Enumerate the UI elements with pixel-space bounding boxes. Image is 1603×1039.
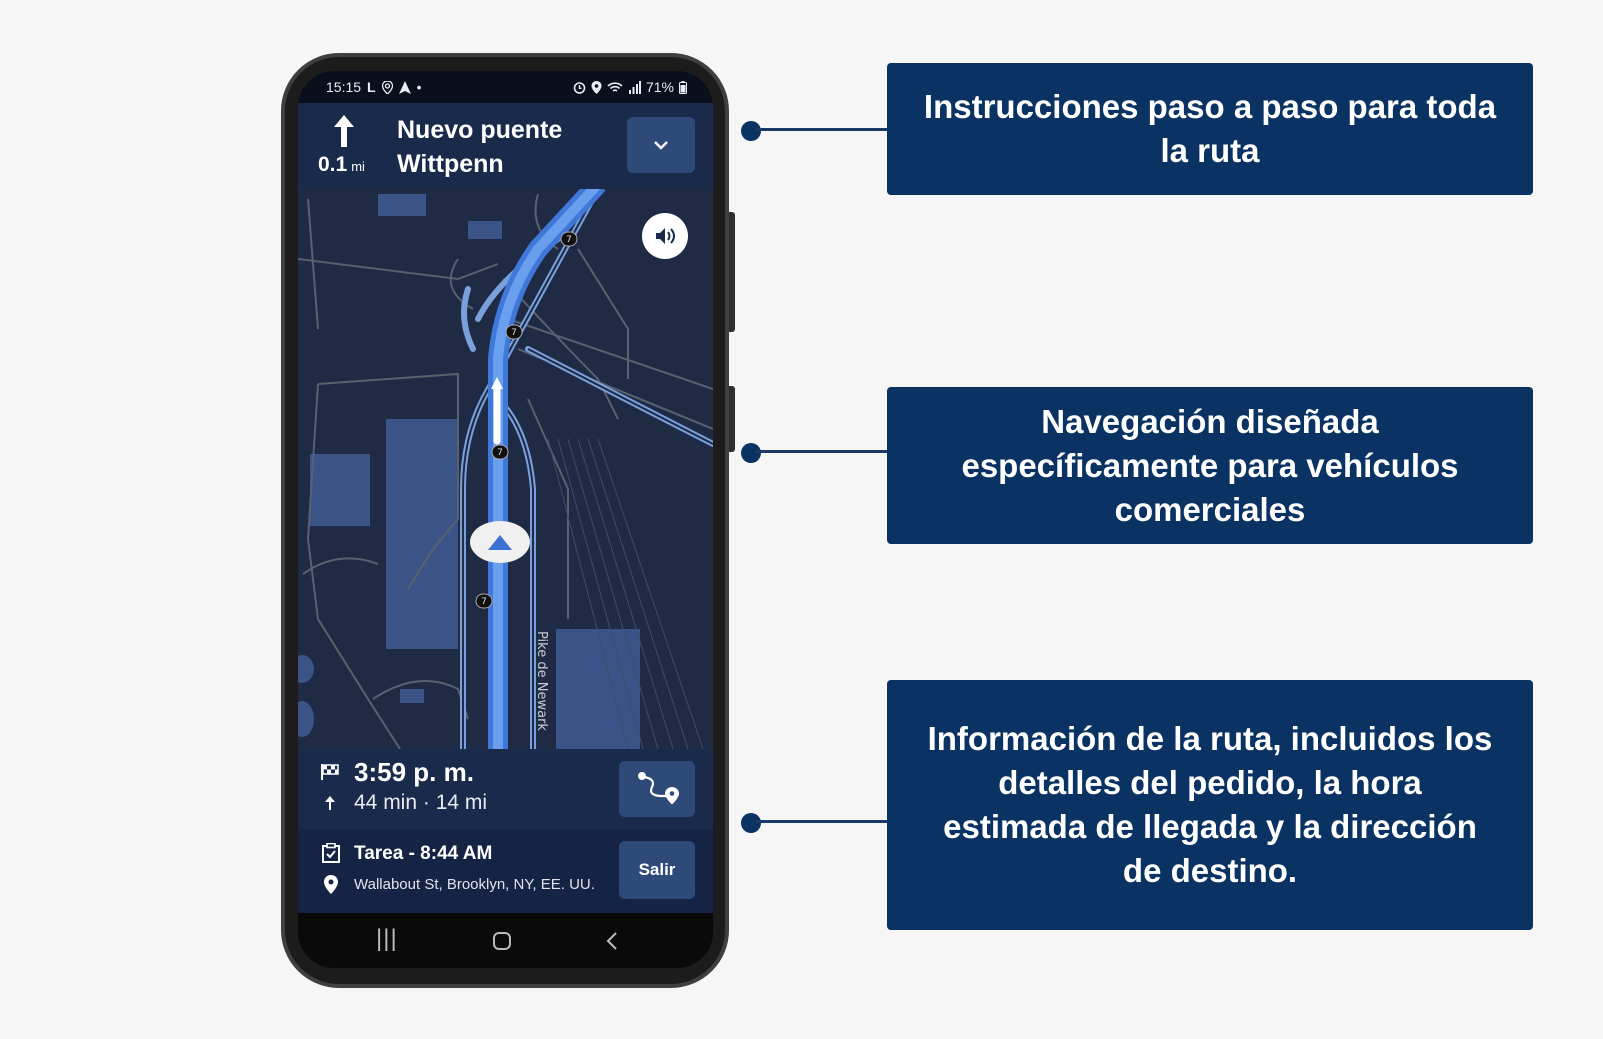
connector-line [755,128,889,131]
map-building [556,629,640,749]
l-icon: L [367,79,376,95]
wifi-icon [607,81,623,92]
alarm-icon [573,81,586,94]
connector-dot [741,813,761,833]
battery-icon [679,80,687,94]
sound-toggle-button[interactable] [642,213,688,259]
map-view[interactable]: 7 7 7 7 Pike de Newark [298,189,713,749]
eta-panel[interactable]: 3:59 p. m. 44 min · 14 mi [298,749,713,829]
navigation-icon [398,80,411,94]
map-building [378,194,426,216]
route-shield [475,593,493,609]
destination-address: Wallabout St, Brooklyn, NY, EE. UU. [354,876,595,893]
route-shield [560,231,578,247]
map-building [468,221,502,239]
street-line-1: Nuevo puente [397,116,563,144]
clipboard-check-icon [322,843,340,863]
trip-summary: 44 min · 14 mi [354,791,488,814]
route-shield-label: 7 [481,597,487,607]
arrival-time: 3:59 p. m. [354,757,474,787]
distance-value: 0.1 [318,153,348,176]
connector-dot [741,121,761,141]
callout-turn-by-turn: Instrucciones paso a paso para toda la r… [887,63,1533,195]
volume-button [729,212,735,332]
map-pin-icon [324,875,338,894]
system-nav-bar: ||| [298,913,713,968]
task-panel[interactable]: Tarea - 8:44 AM Wallabout St, Brooklyn, … [298,829,713,913]
connector-dot [741,443,761,463]
volume-icon [656,228,675,244]
map-building [310,454,370,526]
location-icon [381,80,393,94]
callout-route-info: Información de la ruta, incluidos los de… [887,680,1533,930]
home-icon[interactable] [492,931,512,951]
route-shield [505,324,523,340]
status-bar: 15:15 L • 71% [298,71,713,103]
route-shield-label: 7 [497,448,503,458]
power-button [729,386,735,452]
battery-percent: 71% [645,79,674,95]
chevron-down-icon [654,141,668,150]
map-building [400,689,424,703]
exit-button[interactable]: Salir [619,841,695,899]
distance-unit: mi [351,159,365,174]
callout-commercial-navigation: Navegación diseñada específicamente para… [887,387,1533,544]
road-label: Pike de Newark [534,631,549,731]
arrow-up-icon [325,796,335,810]
route-icon [638,772,679,805]
connector-line [755,450,889,453]
location-icon [591,80,602,94]
dot-indicator: • [416,79,422,95]
route-shield [491,444,509,460]
route-shield-label: 7 [566,235,572,245]
street-name: Nuevo puente Wittpenn [397,113,607,181]
back-icon[interactable] [606,931,618,951]
signal-icon [628,80,641,94]
status-time: 15:15 [326,79,362,95]
map-building [386,419,458,649]
route-overview-button[interactable] [619,761,695,817]
map-building [298,655,314,683]
route-shield-label: 7 [511,328,517,338]
straight-arrow-icon [334,115,354,147]
checkered-flag-icon [321,764,339,780]
connector-line [755,820,889,823]
street-line-2: Wittpenn [397,150,504,178]
expand-steps-button[interactable] [627,117,695,173]
recents-icon[interactable]: ||| [376,925,398,952]
task-title: Tarea - 8:44 AM [354,843,493,864]
map-building [298,701,314,737]
